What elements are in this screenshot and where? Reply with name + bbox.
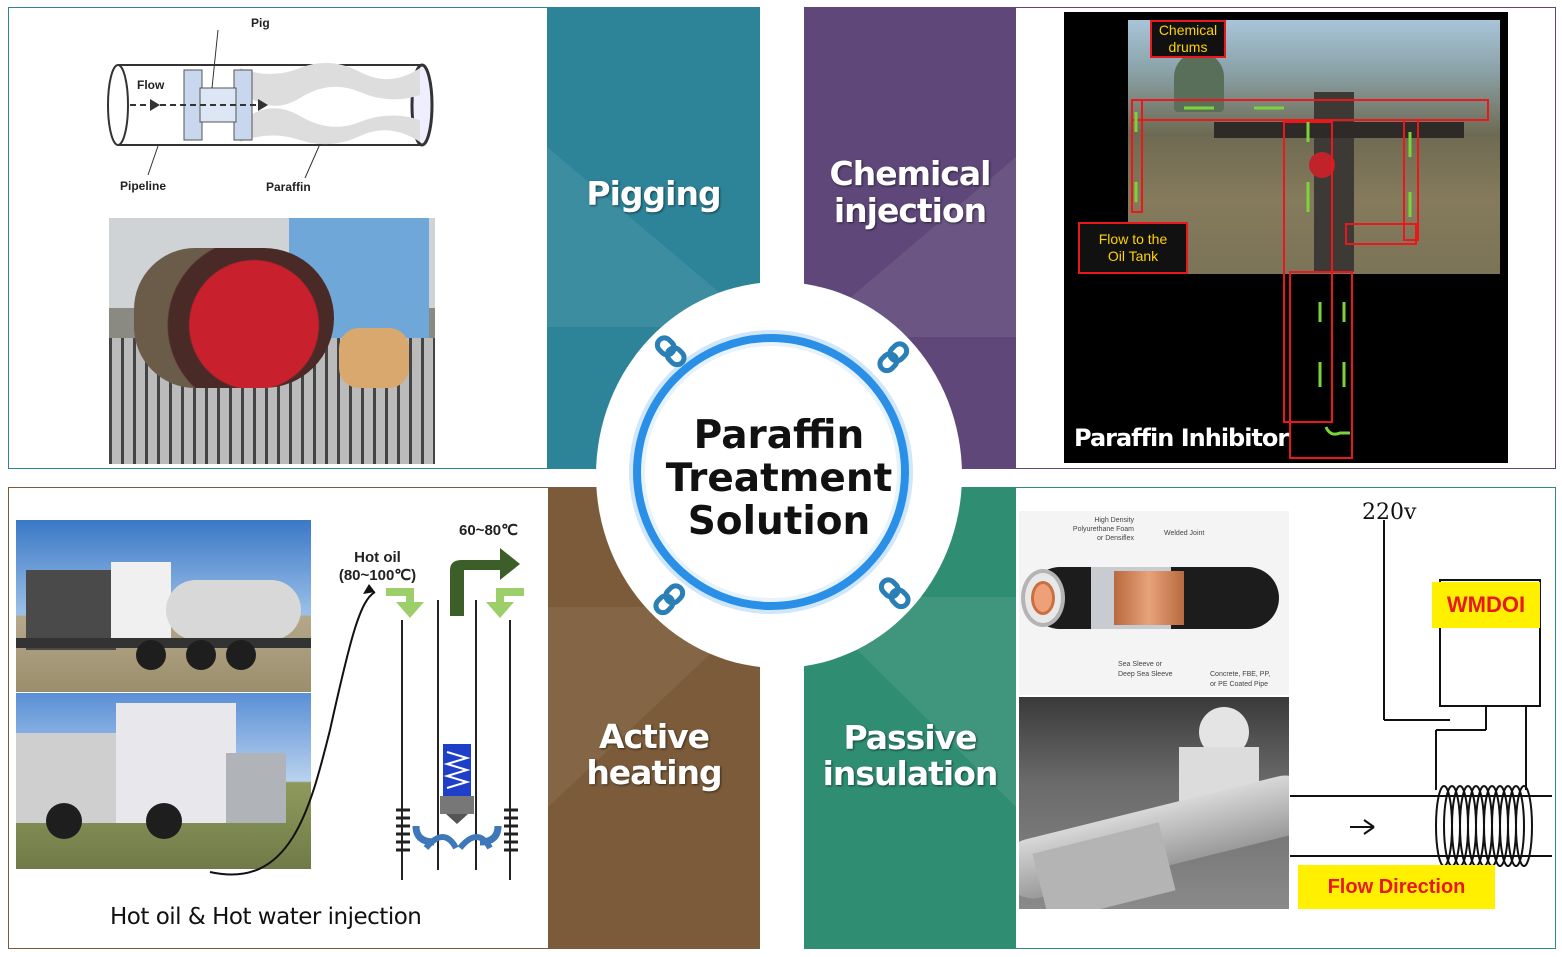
insulated-pipe-illustration	[1019, 511, 1289, 695]
foam-label: High Density Polyurethane Foam or Densif…	[1072, 517, 1134, 542]
insulation-title-line1: Passive	[843, 718, 977, 757]
truck-photo-bottom	[16, 693, 311, 869]
chemical-title-line1: Chemical	[829, 154, 992, 193]
flow-label: Flow	[137, 78, 165, 92]
chemical-drums-label: Chemical drums	[1150, 20, 1226, 58]
pigging-title: Pigging	[586, 174, 721, 213]
center-title: Paraffin Treatment Solution	[665, 413, 893, 544]
center-circle	[633, 334, 909, 610]
chemical-title-line2: injection	[833, 191, 987, 230]
sea-sleeve-label: Sea Sleeve or Deep Sea Sleeve	[1118, 661, 1173, 678]
insulation-title-line2: insulation	[822, 754, 999, 793]
chain-link-icon	[878, 577, 911, 610]
truck-photo-top	[16, 520, 311, 692]
worker-photo	[1019, 697, 1289, 909]
hot-oil-caption: Hot oil & Hot water injection	[110, 904, 422, 930]
pig-label: Pig	[251, 16, 270, 30]
wmdoi-device-label: WMDOI	[1432, 582, 1540, 628]
welded-joint-label: Welded Joint	[1164, 530, 1205, 537]
flow-direction-label: Flow Direction	[1298, 865, 1495, 909]
chain-link-icon	[877, 341, 910, 374]
chain-link-icon	[654, 335, 687, 368]
paraffin-inhibitor-caption: Paraffin Inhibitor	[1074, 424, 1289, 452]
flow-to-oil-tank-label: Flow to the Oil Tank	[1078, 222, 1188, 274]
paraffin-label: Paraffin	[266, 180, 311, 194]
pigging-pipe-diagram	[107, 29, 434, 179]
coated-pipe-label: Concrete, FBE, PP, or PE Coated Pipe	[1210, 671, 1271, 688]
pigging-photo	[109, 218, 435, 464]
heating-title-line1: Active	[598, 717, 710, 756]
outlet-temp-label: 60~80℃	[459, 522, 518, 539]
heating-coil-diagram	[1290, 520, 1552, 867]
pipeline-label: Pipeline	[120, 179, 167, 193]
hot-oil-well-diagram	[209, 548, 524, 880]
heating-title-line2: heating	[586, 753, 722, 792]
voltage-label: 220v	[1362, 500, 1417, 525]
chain-link-icon	[653, 583, 686, 616]
hot-oil-label: Hot oil (80~100℃)	[338, 549, 417, 584]
